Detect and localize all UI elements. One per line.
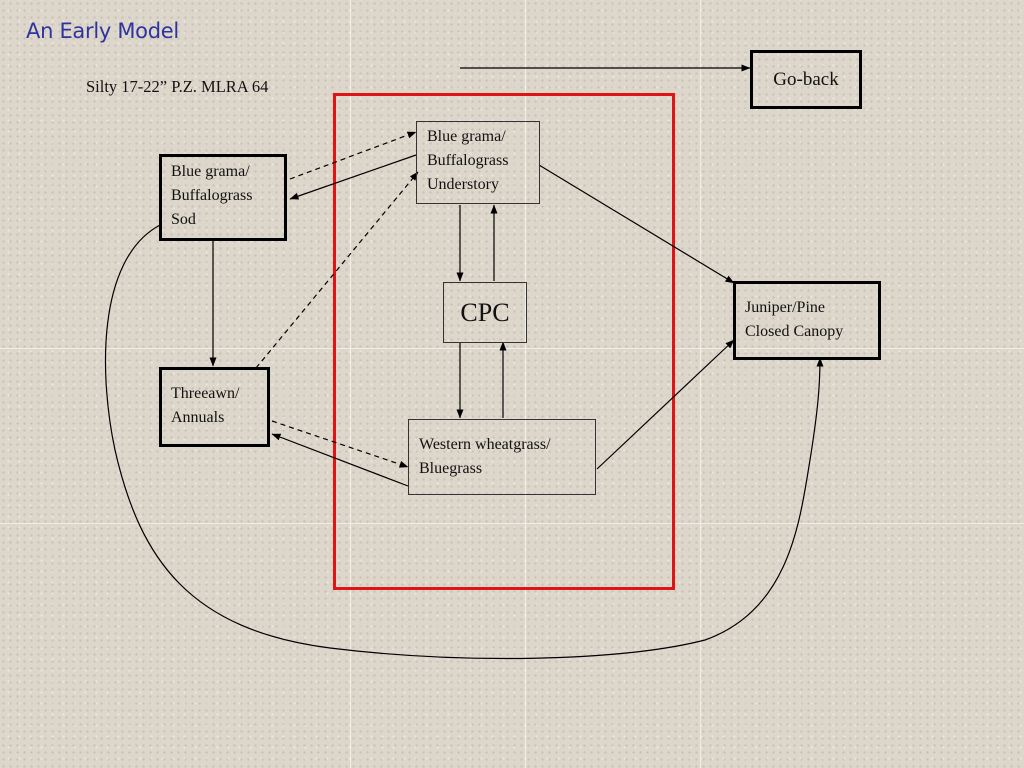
grid-line	[525, 0, 526, 768]
node-cpc: CPC	[443, 282, 527, 343]
grid-line	[0, 348, 1024, 349]
node-threeawn-line: Threeawn/	[171, 385, 240, 402]
arrow-understory-to-sod	[289, 154, 417, 200]
go-back-button[interactable]: Go-back	[750, 50, 862, 109]
node-sod-line: Buffalograss	[171, 187, 253, 204]
arrow-sod-to-understory	[289, 131, 417, 180]
node-wheatgrass-line: Bluegrass	[419, 460, 483, 477]
arrow-understory-to-juniper	[538, 164, 735, 284]
node-wheatgrass-line: Western wheatgrass/	[419, 436, 551, 453]
arrow-sod-to-juniper	[104, 224, 824, 660]
grid-line	[0, 523, 1024, 524]
slide-subtitle: Silty 17-22” P.Z. MLRA 64	[86, 77, 269, 96]
arrow-wheatgrass-to-juniper	[596, 339, 735, 470]
node-understory: Blue grama/ Buffalograss Understory	[416, 121, 540, 204]
grid-line	[700, 0, 701, 768]
arrow-wheatgrass-to-threeawn	[271, 433, 409, 487]
node-threeawn-line: Annuals	[171, 409, 225, 426]
node-juniper-line: Closed Canopy	[745, 323, 844, 340]
node-juniper-line: Juniper/Pine	[745, 299, 825, 316]
node-juniper: Juniper/Pine Closed Canopy	[733, 281, 881, 360]
arrow-threeawn-to-understory	[255, 171, 419, 369]
node-understory-line: Blue grama/	[427, 128, 506, 145]
node-understory-line: Understory	[427, 176, 499, 193]
node-sod: Blue grama/ Buffalograss Sod	[159, 154, 287, 241]
node-understory-line: Buffalograss	[427, 152, 509, 169]
arrow-threeawn-to-wheatgrass	[271, 420, 409, 468]
reference-state-frame	[333, 93, 675, 590]
node-threeawn: Threeawn/ Annuals	[159, 367, 270, 447]
grid-line	[350, 0, 351, 768]
slide-title: An Early Model	[26, 19, 179, 43]
node-wheatgrass: Western wheatgrass/ Bluegrass	[408, 419, 596, 495]
node-sod-line: Blue grama/	[171, 163, 250, 180]
node-sod-line: Sod	[171, 211, 196, 228]
